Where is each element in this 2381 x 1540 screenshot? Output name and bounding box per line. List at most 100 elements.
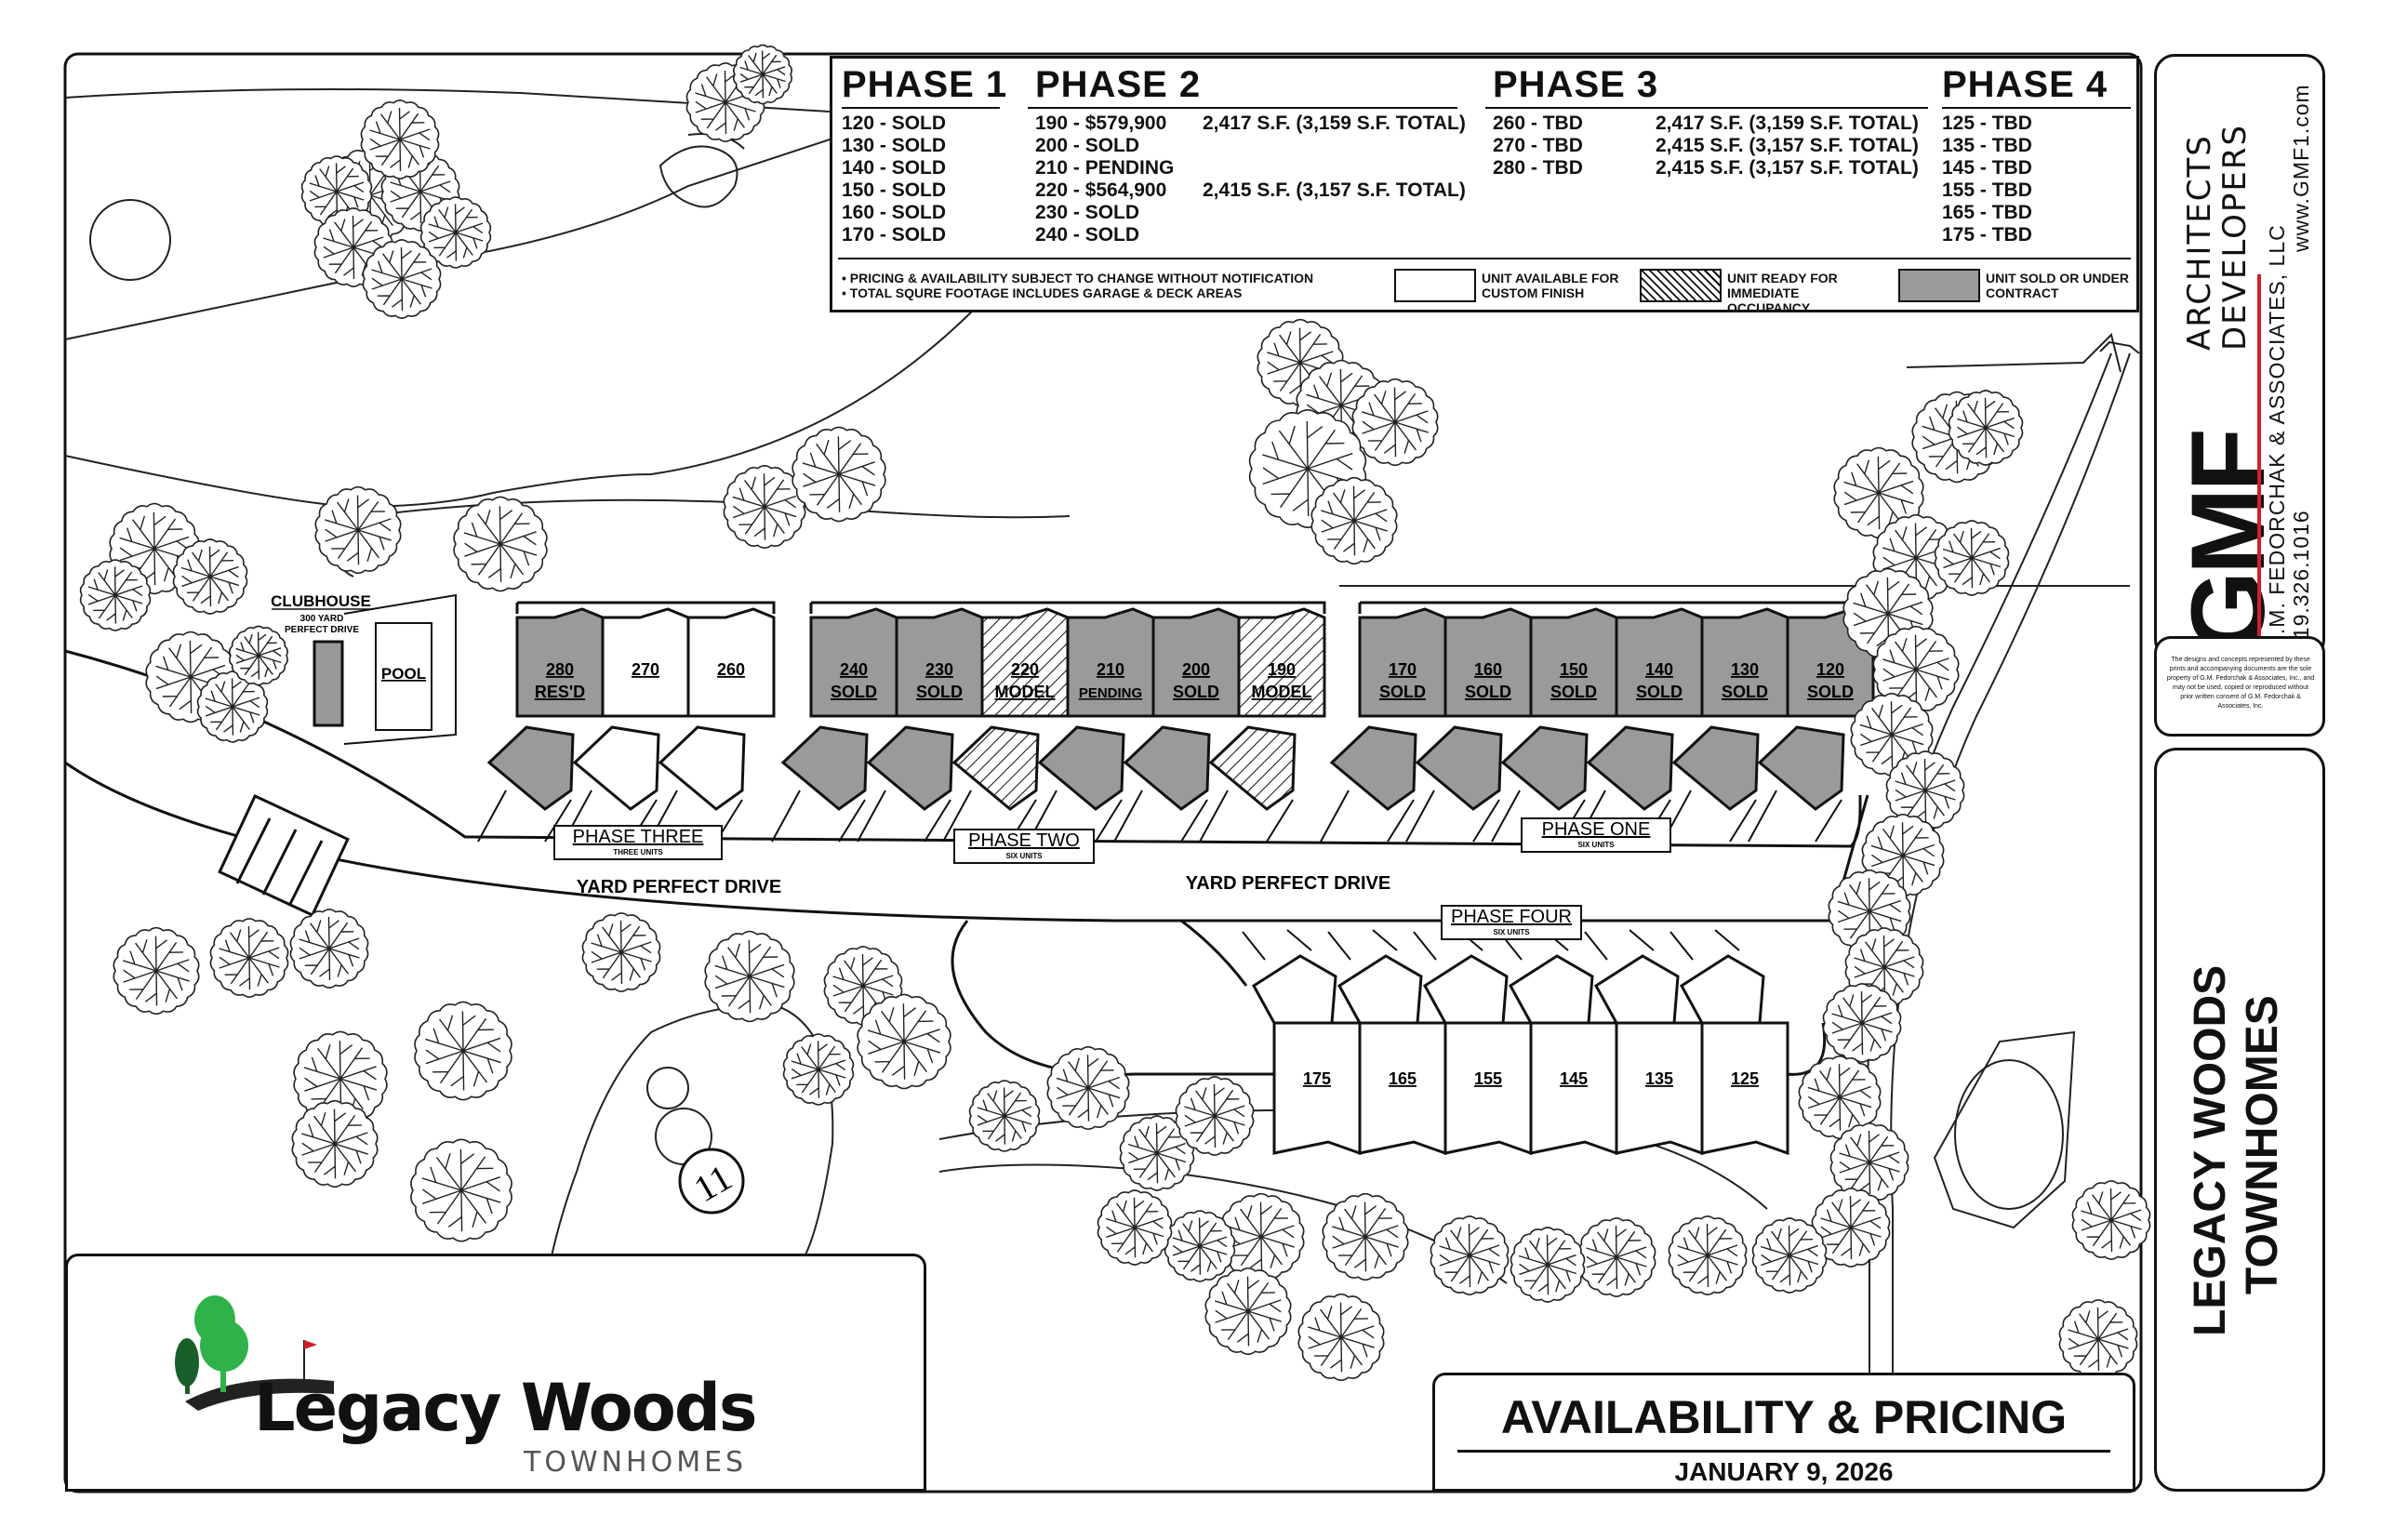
phase-label-sub: SIX UNITS (1493, 928, 1530, 936)
unit-status: SOLD (1550, 683, 1597, 701)
unit-status: SOLD (1379, 683, 1426, 701)
unit-driveway (1242, 929, 1312, 961)
tree-icon (1175, 1076, 1255, 1156)
phase-1-title: PHASE 1 (842, 64, 1008, 105)
unit-garage (1757, 725, 1845, 811)
phase-4-unit: 135 - TBD (1942, 135, 2032, 156)
unit-driveway (1584, 929, 1655, 961)
phase-3-unit: 260 - TBD (1493, 113, 1583, 134)
phase-4-unit: 175 - TBD (1942, 224, 2032, 246)
disclaimer-panel: The designs and concepts represented by … (2154, 636, 2325, 737)
phase-1-unit: 130 - SOLD (842, 135, 947, 156)
clubhouse-site (313, 593, 457, 745)
phase-3-sqft: 2,415 S.F. (3,157 S.F. TOTAL) (1656, 157, 1919, 179)
street-label-west: YARD PERFECT DRIVE (577, 877, 781, 897)
tree-icon (1430, 1215, 1510, 1295)
phase-2-unit: 210 - PENDING (1035, 157, 1175, 179)
gmf-company: G.M. FEDORCHAK & ASSOCIATES, LLC (2265, 224, 2289, 652)
unit-block-outline (1358, 601, 1875, 614)
unit-garage (1037, 725, 1125, 811)
gmf-developers: DEVELOPERS (2216, 123, 2254, 351)
tree-icon (1822, 983, 1902, 1063)
unit-garage (1509, 954, 1594, 1025)
street-label-east: YARD PERFECT DRIVE (1186, 873, 1390, 894)
unit-number: 120 (1816, 660, 1844, 679)
tree-icon (410, 1138, 512, 1242)
unit-garage (866, 725, 954, 811)
unit-garage (486, 725, 575, 811)
unit-garage (1500, 725, 1589, 811)
phase-2-unit: 200 - SOLD (1035, 135, 1140, 156)
phase-2-unit: 230 - SOLD (1035, 202, 1140, 223)
tree-icon (229, 625, 288, 686)
phase-2-title: PHASE 2 (1035, 64, 1202, 105)
trees (79, 44, 2151, 1382)
unit-status: MODEL (995, 683, 1056, 701)
phase-4-unit: 125 - TBD (1942, 113, 2032, 134)
unit-status: SOLD (1636, 683, 1683, 701)
unit-garage (1208, 725, 1297, 811)
gmf-phone: 219.326.1016 (2289, 510, 2313, 652)
note-sqft: • TOTAL SQURE FOOTAGE INCLUDES GARAGE & … (842, 285, 1243, 300)
tree-icon (172, 538, 248, 615)
tree-icon (733, 44, 792, 105)
unit-status: SOLD (1807, 683, 1854, 701)
unit-garage (1329, 725, 1417, 811)
unit-garage (1415, 725, 1503, 811)
phase-2-unit: 190 - $579,900 (1035, 113, 1167, 134)
phase-2-unit: 220 - $564,900 (1035, 179, 1167, 201)
unit-number: 175 (1303, 1069, 1331, 1088)
tree-icon (1297, 1293, 1385, 1382)
logo-panel: Legacy Woods TOWNHOMES (65, 1254, 926, 1492)
clubhouse-address-1: 300 YARD (300, 614, 344, 624)
tree-icon (314, 485, 402, 575)
phase-3-rule (1485, 107, 1928, 109)
disclaimer-text: The designs and concepts represented by … (2166, 657, 2315, 710)
unit-driveway (771, 790, 866, 843)
tree-icon (857, 993, 951, 1090)
unit-number: 155 (1474, 1069, 1502, 1088)
phase-label-box (553, 825, 723, 860)
unit-driveway (1113, 790, 1208, 843)
unit-driveway (1669, 929, 1740, 961)
phase-4-unit: 145 - TBD (1942, 157, 2032, 179)
phase-label-box (1441, 905, 1582, 940)
unit-number: 125 (1731, 1069, 1759, 1088)
unit-status: RES'D (535, 683, 585, 701)
phase-4-rule (1942, 107, 2131, 109)
unit-garage (1671, 725, 1760, 811)
tree-icon (1204, 1267, 1292, 1356)
hole-marker: 11 (678, 1148, 745, 1215)
clubhouse-address-2: PERFECT DRIVE (285, 625, 359, 635)
unit-status: MODEL (1252, 683, 1312, 701)
tree-icon (1322, 1192, 1409, 1281)
unit-number: 140 (1645, 660, 1673, 679)
unit-garage (951, 725, 1040, 811)
unit-driveway (1199, 790, 1294, 843)
unit-driveway (477, 790, 572, 843)
phase-label-name: PHASE FOUR (1451, 907, 1572, 927)
tree-icon (723, 465, 806, 549)
tree-icon (79, 559, 152, 631)
tree-icon (968, 1080, 1041, 1152)
gmf-accent-bar (2257, 274, 2261, 656)
tree-icon (1948, 390, 2024, 466)
tree-icon (209, 918, 289, 998)
phase-label-name: PHASE ONE (1542, 819, 1651, 840)
unit-block-outline (515, 601, 776, 614)
pool-label: POOL (381, 665, 426, 683)
logo-name: Legacy Woods (254, 1370, 758, 1446)
tree-icon (1510, 1227, 1586, 1303)
tree-icon (1798, 1055, 1882, 1139)
phase-label-sub: SIX UNITS (1005, 852, 1043, 860)
logo-subtitle: TOWNHOMES (524, 1446, 748, 1479)
unit-status: SOLD (1722, 683, 1768, 701)
note-pricing-text: PRICING & AVAILABILITY SUBJECT TO CHANGE… (849, 271, 1314, 285)
unit-number: 150 (1560, 660, 1588, 679)
unit-garage (1252, 954, 1337, 1025)
phase-3-sqft: 2,417 S.F. (3,159 S.F. TOTAL) (1656, 113, 1919, 134)
unit-driveway (857, 790, 951, 843)
